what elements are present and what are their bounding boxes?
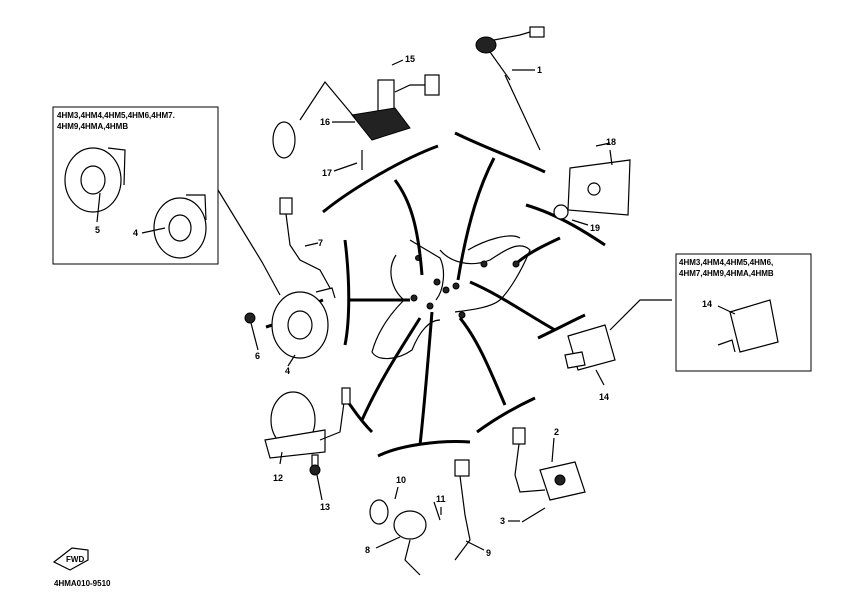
- callout-14-frame: 14: [702, 299, 713, 309]
- callout-6: 6: [255, 351, 261, 361]
- callout-4-upper: 4: [133, 228, 139, 238]
- callout-13: 13: [320, 502, 331, 512]
- part-5-horn: [64, 147, 126, 213]
- right-frame-models: 4HM3,4HM4,4HM5,4HM6, 4HM7,4HM9,4HMA,4HMB: [679, 258, 774, 278]
- callout-11: 11: [436, 494, 446, 504]
- callout-14: 14: [599, 392, 610, 402]
- part-12-solenoid: [264, 387, 351, 476]
- callout-9: 9: [486, 548, 492, 558]
- part-18-19-relay: [553, 149, 631, 220]
- part-7-lead: [217, 189, 331, 296]
- fwd-arrow-icon: FWD: [52, 547, 89, 571]
- callout-12: 12: [273, 473, 284, 483]
- part-14-unit: [564, 299, 779, 371]
- callout-18: 18: [606, 137, 617, 147]
- part-1-switch: [475, 26, 545, 151]
- part-15-16-fuel-sender: [272, 74, 440, 170]
- group-brackets: [265, 131, 606, 458]
- fwd-arrow-label: FWD: [66, 555, 84, 564]
- callout-16: 16: [320, 117, 331, 127]
- part-2-switch: [512, 427, 586, 523]
- part-8-sensor-assy: [369, 459, 471, 576]
- callout-2: 2: [554, 427, 560, 437]
- callout-3: 3: [500, 516, 506, 526]
- callout-leaders: [96, 59, 736, 551]
- connection-lines: [347, 157, 561, 446]
- callout-15: 15: [405, 54, 416, 64]
- callout-5: 5: [95, 225, 101, 235]
- callout-17: 17: [322, 168, 333, 178]
- diagram-code: 4HMA010-9510: [54, 579, 111, 588]
- part-4-horn-lower: [244, 287, 336, 359]
- frame-body: [371, 235, 531, 360]
- callout-7: 7: [318, 238, 324, 248]
- callout-19: 19: [590, 223, 601, 233]
- callout-10: 10: [396, 475, 407, 485]
- callout-8: 8: [365, 545, 371, 555]
- callout-4-lower: 4: [285, 366, 291, 376]
- callout-1: 1: [537, 65, 543, 75]
- part-4-horn-upper: [153, 194, 207, 259]
- left-frame-models: 4HM3,4HM4,4HM5,4HM6,4HM7. 4HM9,4HMA,4HMB: [57, 111, 175, 131]
